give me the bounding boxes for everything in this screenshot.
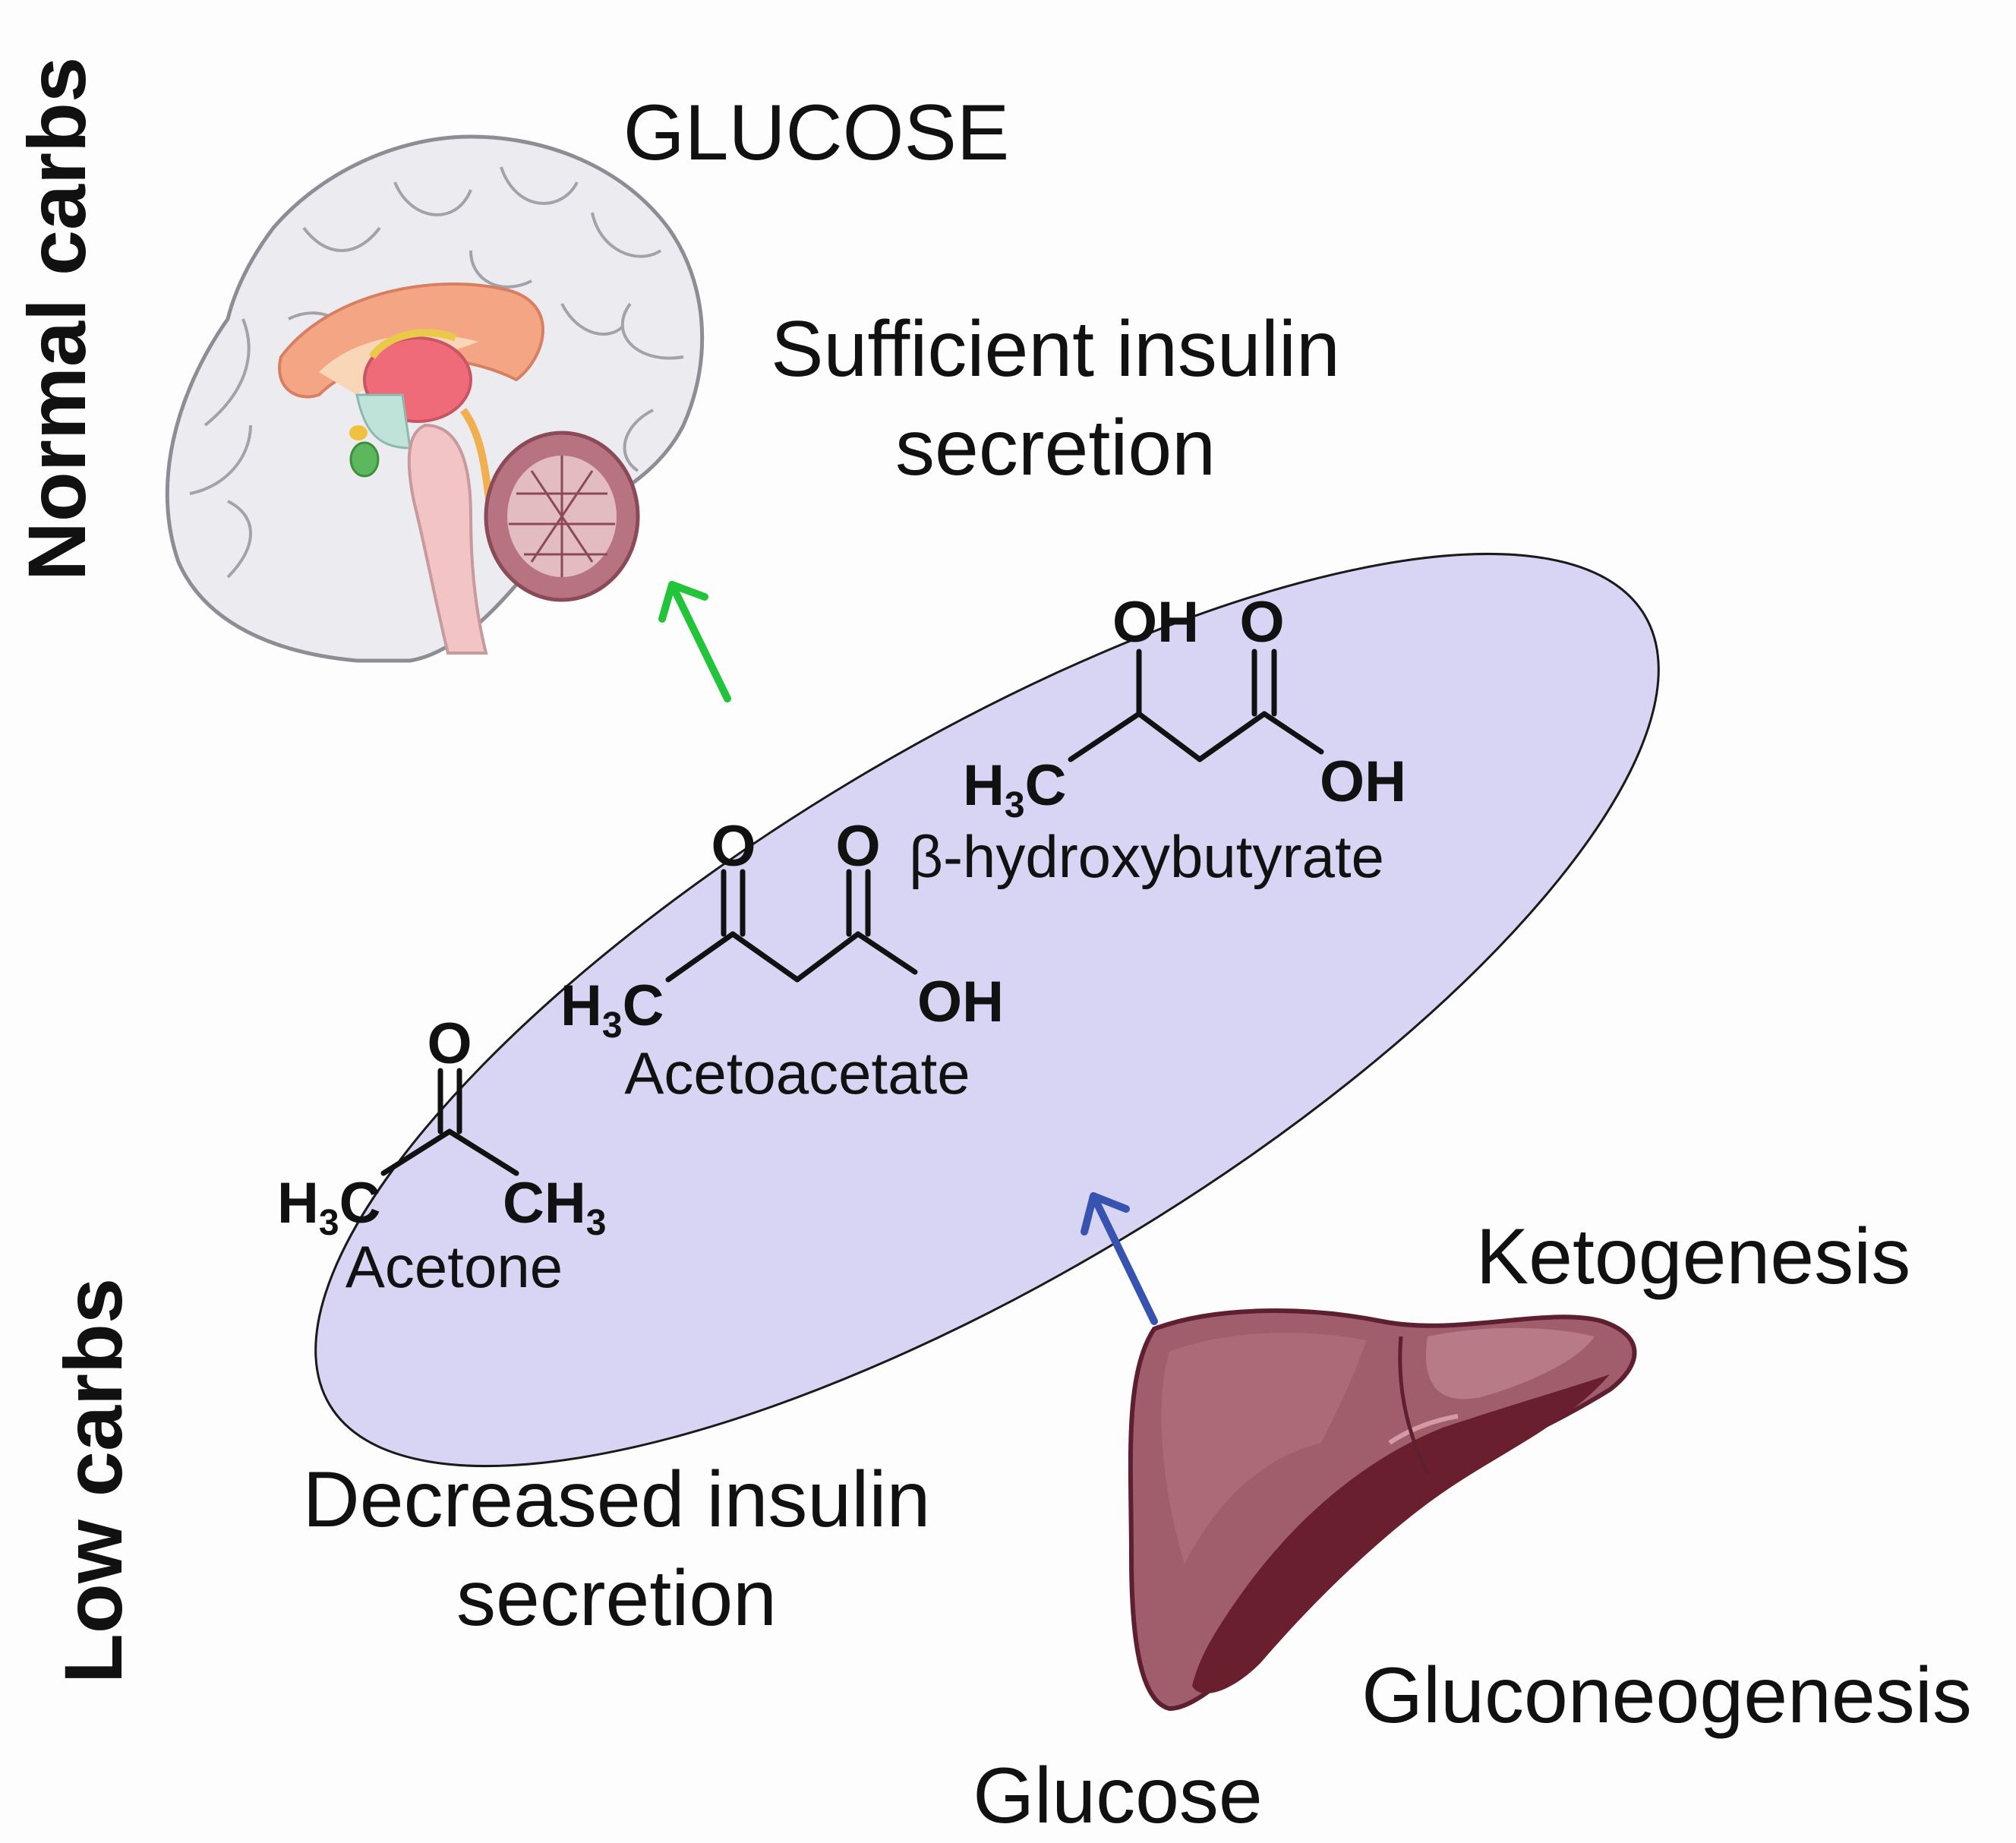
side-label-low-carbs: Low carbs bbox=[47, 1278, 139, 1684]
acetone-h3c-sub: 3 bbox=[319, 1203, 339, 1243]
arrow-to-brain bbox=[658, 581, 731, 702]
acetone-structure bbox=[380, 1068, 519, 1176]
sufficient-insulin-line1: Sufficient insulin bbox=[771, 305, 1340, 393]
acetoacetate-name: Acetoacetate bbox=[624, 1040, 970, 1106]
bhb-h3c-c: C bbox=[1025, 753, 1067, 818]
bhb-oh-top: OH bbox=[1112, 590, 1199, 655]
acetoacetate-structure bbox=[665, 869, 918, 983]
bhb-structure bbox=[1068, 649, 1324, 762]
acetone-ch3-sub: 3 bbox=[586, 1203, 607, 1243]
ketogenesis-label: Ketogenesis bbox=[1476, 1213, 1910, 1301]
acetone-h3c-c: C bbox=[339, 1171, 381, 1236]
acetone-h3c-h: H bbox=[277, 1171, 319, 1236]
sufficient-insulin-line2: secretion bbox=[895, 404, 1216, 492]
gluconeogenesis-label: Gluconeogenesis bbox=[1361, 1652, 1972, 1740]
acetone-ch3-ch: CH bbox=[503, 1171, 586, 1236]
bhb-h3c: H3C bbox=[963, 753, 1066, 825]
glucose-output-label: Glucose bbox=[973, 1752, 1263, 1840]
acetoacetate-o-right: O bbox=[835, 814, 880, 879]
brain-illustration bbox=[165, 134, 705, 663]
acetoacetate-h3c: H3C bbox=[560, 974, 664, 1046]
decreased-insulin-line1: Decreased insulin bbox=[303, 1456, 931, 1544]
acetoacetate-h3c-c: C bbox=[623, 974, 664, 1038]
acetoacetate-oh: OH bbox=[917, 970, 1004, 1034]
bhb-o-top: O bbox=[1239, 590, 1284, 655]
decreased-insulin-line2: secretion bbox=[456, 1554, 777, 1643]
bhb-h3c-sub: 3 bbox=[1005, 785, 1025, 825]
acetone-name: Acetone bbox=[345, 1233, 563, 1300]
acetoacetate-h3c-sub: 3 bbox=[602, 1005, 623, 1046]
liver-illustration bbox=[1128, 1308, 1637, 1712]
acetoacetate-o-left: O bbox=[711, 814, 756, 879]
acetone-ch3: CH3 bbox=[503, 1171, 606, 1243]
arrow-from-liver bbox=[1081, 1192, 1158, 1325]
bhb-oh-right: OH bbox=[1320, 750, 1406, 814]
acetone-o: O bbox=[427, 1011, 472, 1076]
side-label-normal-carbs: Normal carbs bbox=[11, 57, 103, 581]
acetone-h3c: H3C bbox=[277, 1171, 380, 1243]
glucose-heading: GLUCOSE bbox=[623, 89, 1010, 177]
bhb-name: β-hydroxybutyrate bbox=[909, 823, 1384, 890]
ketone-bodies-ellipse bbox=[314, 552, 1660, 1468]
acetoacetate-h3c-h: H bbox=[560, 974, 602, 1038]
bhb-h3c-h: H bbox=[963, 753, 1005, 818]
